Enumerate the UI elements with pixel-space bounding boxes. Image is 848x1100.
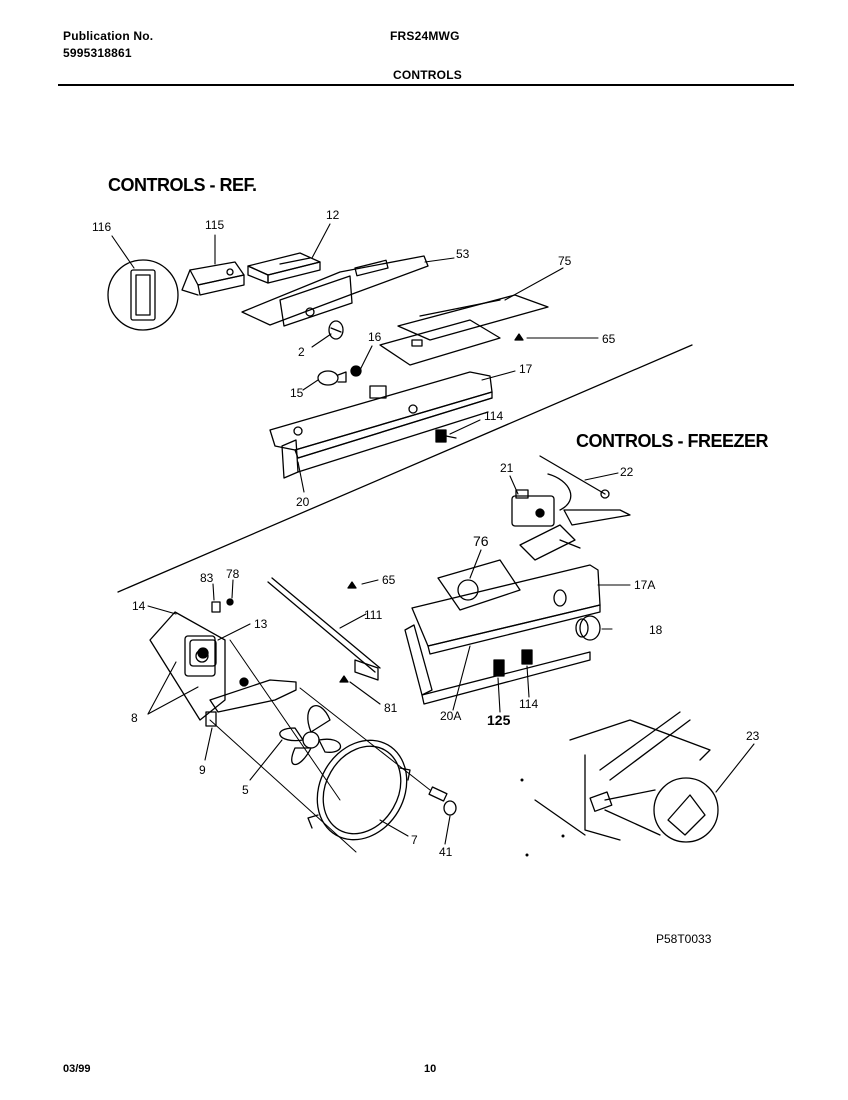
part-15-light-bulb bbox=[317, 370, 347, 386]
callout-125: 125 bbox=[487, 712, 511, 728]
page-number: 10 bbox=[424, 1063, 437, 1075]
callout-75: 75 bbox=[558, 254, 572, 268]
callout-17A: 17A bbox=[634, 578, 655, 592]
part-20A-freezer-panel bbox=[404, 624, 591, 705]
part-75-cover-plate bbox=[397, 294, 549, 341]
part-81-screw bbox=[339, 675, 349, 683]
callout-76: 76 bbox=[473, 533, 489, 549]
callout-65-ref: 65 bbox=[602, 332, 616, 346]
model-number: FRS24MWG bbox=[390, 29, 460, 43]
callout-83: 83 bbox=[200, 571, 214, 585]
diagram-code: P58T0033 bbox=[656, 932, 712, 946]
part-83-78-screws bbox=[211, 598, 234, 613]
callout-18: 18 bbox=[649, 623, 663, 637]
callout-5: 5 bbox=[242, 783, 249, 797]
part-20-control-panel bbox=[281, 397, 493, 479]
callout-8: 8 bbox=[131, 711, 138, 725]
callout-114-ref: 114 bbox=[484, 409, 503, 423]
callout-13: 13 bbox=[254, 617, 268, 631]
callout-15: 15 bbox=[290, 386, 304, 400]
callout-115: 115 bbox=[205, 218, 224, 232]
callout-53: 53 bbox=[456, 247, 470, 261]
part-7-fan-shroud bbox=[307, 739, 411, 841]
callout-65-freezer: 65 bbox=[382, 573, 396, 587]
part-115-light-socket bbox=[181, 261, 245, 296]
part-8-9-bracket bbox=[205, 677, 297, 727]
publication-label: Publication No. bbox=[63, 29, 154, 43]
part-116-light-shield bbox=[107, 259, 179, 331]
footer-date: 03/99 bbox=[63, 1063, 91, 1075]
part-2-knob bbox=[328, 320, 344, 340]
part-16-thermostat bbox=[350, 319, 501, 377]
callout-81: 81 bbox=[384, 701, 398, 715]
callout-14: 14 bbox=[132, 599, 146, 613]
part-18-knob bbox=[575, 615, 601, 641]
callout-9: 9 bbox=[199, 763, 206, 777]
part-13-motor bbox=[189, 639, 217, 667]
part-21-thermostat bbox=[511, 489, 555, 527]
callout-114-freezer: 114 bbox=[519, 697, 538, 711]
callout-21: 21 bbox=[500, 461, 514, 475]
part-23-cabinet-detail bbox=[534, 711, 719, 843]
leader-lines bbox=[111, 223, 755, 845]
part-111-wire-harness bbox=[267, 577, 381, 681]
callout-12: 12 bbox=[326, 208, 340, 222]
callout-41: 41 bbox=[439, 845, 453, 859]
ref-controls-title: CONTROLS - REF. bbox=[108, 175, 257, 195]
callout-111: 111 bbox=[364, 608, 383, 622]
callout-20: 20 bbox=[296, 495, 310, 509]
assembly-guide-lines bbox=[209, 639, 431, 853]
freezer-bracket bbox=[519, 509, 631, 561]
part-12-housing-cover bbox=[247, 252, 321, 284]
callout-23: 23 bbox=[746, 729, 760, 743]
part-65a-screw bbox=[514, 333, 524, 341]
callout-7: 7 bbox=[411, 833, 418, 847]
callout-2: 2 bbox=[298, 345, 305, 359]
callout-17: 17 bbox=[519, 362, 533, 376]
part-65b-screw bbox=[347, 581, 357, 589]
callout-labels: 116 115 12 53 75 65 2 16 15 17 114 20 21… bbox=[92, 208, 760, 859]
callout-20A: 20A bbox=[440, 709, 461, 723]
section-heading: CONTROLS bbox=[393, 68, 462, 82]
publication-number: 5995318861 bbox=[63, 46, 132, 60]
header-rule bbox=[58, 84, 794, 86]
part-17A-freezer-frame bbox=[411, 564, 601, 655]
part-76-bracket bbox=[437, 559, 521, 611]
callout-22: 22 bbox=[620, 465, 634, 479]
freezer-controls-title: CONTROLS - FREEZER bbox=[576, 431, 769, 451]
part-41-screw bbox=[428, 786, 457, 816]
part-125-switch bbox=[493, 659, 505, 677]
section-divider-line bbox=[117, 344, 693, 593]
part-114a-switch bbox=[435, 429, 457, 443]
callout-16: 16 bbox=[368, 330, 382, 344]
part-22-capillary bbox=[539, 455, 610, 511]
part-5-fan-blade bbox=[279, 705, 342, 766]
part-114b-switch bbox=[521, 649, 533, 665]
detail-dots bbox=[520, 778, 565, 857]
callout-78: 78 bbox=[226, 567, 240, 581]
part-53-control-housing bbox=[241, 255, 429, 327]
callout-116: 116 bbox=[92, 220, 111, 234]
